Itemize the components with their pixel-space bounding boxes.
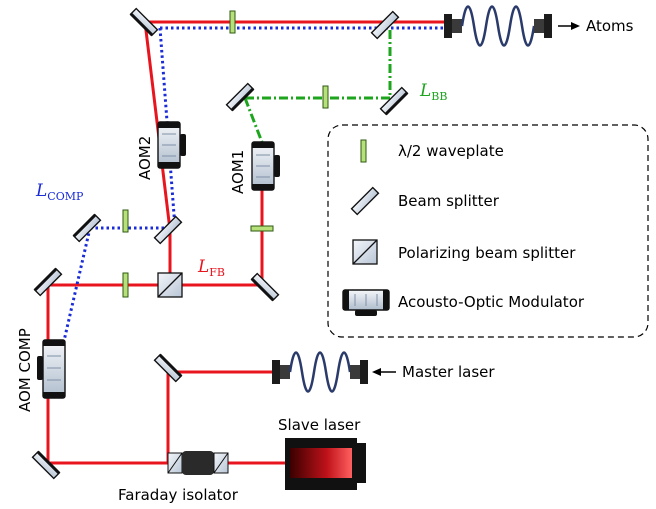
aom1 [251,141,280,191]
l-bb-label: LBB [419,81,447,103]
aom-icon [342,289,390,316]
waveplate [122,209,129,233]
mirror [31,450,61,480]
legend-pbs-label: Polarizing beam splitter [398,244,576,262]
waveplate [322,85,329,109]
l-comp-label: LCOMP [35,181,84,203]
beam-splitter [153,215,183,245]
aom2 [157,121,186,169]
mirror [225,82,255,112]
beam-splitter [370,10,400,40]
waveplate-icon [360,139,367,163]
mirror [33,267,63,297]
mirror [129,7,159,37]
slave-laser-label: Slave laser [278,416,361,434]
waveplate [250,225,274,232]
l-fb-label: LFB [197,257,225,279]
waveplate [122,272,129,298]
mirror [72,213,102,243]
main-beam-path [46,20,460,465]
faraday-isolator [167,451,229,475]
mirror [250,272,280,302]
aom-comp-label: AOM COMP [16,328,34,412]
faraday-isolator-label: Faraday isolator [118,486,239,504]
bb-beam-path [243,30,392,151]
arrow-right-icon [558,22,580,30]
polarizing-beam-splitter-icon [352,239,378,265]
master-laser-label: Master laser [402,363,495,381]
legend-frame [327,124,649,338]
polarizing-beam-splitter [157,272,183,298]
atoms-label: Atoms [586,17,634,35]
input-fiber [272,351,368,393]
legend-beam-splitter-label: Beam splitter [398,192,500,210]
mirror [153,353,183,383]
legend: λ/2 waveplate Beam splitter Polarizing b… [327,124,649,338]
mirror [379,86,409,116]
aom1-label: AOM1 [229,150,247,194]
slave-laser [285,438,366,490]
waveplate [229,10,236,34]
beam-splitter-icon [350,186,380,216]
output-fiber [444,5,552,47]
aom2-label: AOM2 [136,136,154,180]
arrow-left-icon [372,368,396,376]
legend-waveplate-label: λ/2 waveplate [398,142,504,160]
legend-aom-label: Acousto-Optic Modulator [398,293,585,311]
aom-comp [37,339,66,399]
